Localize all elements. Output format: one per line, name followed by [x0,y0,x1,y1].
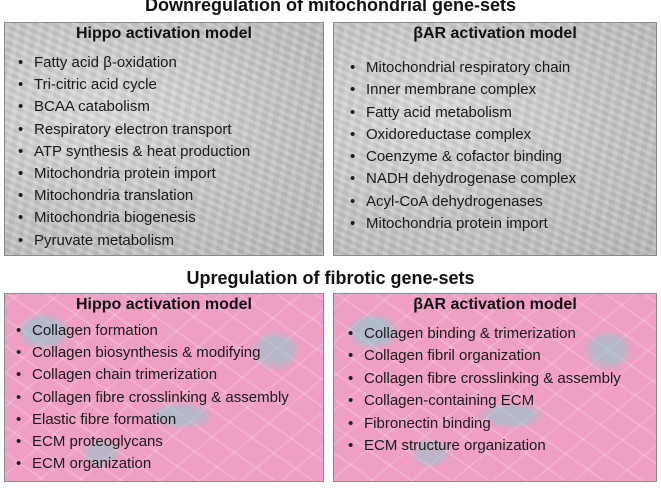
gene-set-item: Mitochondria protein import [348,213,576,236]
gene-set-item: BCAA catabolism [16,96,250,118]
gene-set-list: Fatty acid β-oxidationTri-citric acid cy… [16,52,250,252]
gene-set-item: Collagen biosynthesis & modifying [14,342,289,364]
gene-set-item: Oxidoreductase complex [348,124,576,147]
gene-set-item: Fatty acid β-oxidation [16,52,250,74]
gene-set-item: Collagen fibre crosslinking & assembly [14,387,289,409]
mitochondrial-hippo-panel: Hippo activation model Fatty acid β-oxid… [4,22,324,256]
gene-set-item: Collagen chain trimerization [14,364,289,386]
gene-set-item: Mitochondria biogenesis [16,207,250,229]
gene-set-list: Mitochondrial respiratory chainInner mem… [348,57,576,236]
fibrotic-bar-panel: βAR activation model Collagen binding & … [333,293,657,482]
gene-set-item: ECM proteoglycans [14,431,289,453]
gene-set-item: Pyruvate metabolism [16,230,250,252]
panel-title: Hippo activation model [75,25,252,42]
panel-title: βAR activation model [413,25,577,42]
gene-set-item: Tri-citric acid cycle [16,74,250,96]
fibrotic-section-title: Upregulation of fibrotic gene-sets [186,268,475,288]
panel-title: Hippo activation model [75,296,252,313]
gene-set-item: ECM organization [14,453,289,475]
gene-set-item: Collagen-containing ECM [346,390,621,413]
gene-set-item: NADH dehydrogenase complex [348,168,576,191]
gene-set-item: Respiratory electron transport [16,119,250,141]
gene-set-list: Collagen binding & trimerizationCollagen… [346,323,621,458]
gene-set-item: Coenzyme & cofactor binding [348,146,576,169]
gene-set-item: Mitochondria translation [16,185,250,207]
mitochondrial-bar-panel: βAR activation model Mitochondrial respi… [333,22,657,256]
gene-set-item: Collagen formation [14,320,289,342]
gene-set-item: Fibronectin binding [346,413,621,436]
gene-set-item: Inner membrane complex [348,79,576,102]
gene-set-item: ATP synthesis & heat production [16,141,250,163]
gene-set-item: Acyl-CoA dehydrogenases [348,191,576,214]
mitochondrial-section-title: Downregulation of mitochondrial gene-set… [144,0,517,15]
gene-set-item: Mitochondria protein import [16,163,250,185]
fibrotic-hippo-panel: Hippo activation model Collagen formatio… [4,293,324,482]
panel-title: βAR activation model [413,296,577,313]
gene-set-item: Mitochondrial respiratory chain [348,57,576,80]
gene-set-item: Collagen fibril organization [346,345,621,368]
gene-set-item: ECM structure organization [346,435,621,458]
gene-set-list: Collagen formationCollagen biosynthesis … [14,320,289,476]
gene-set-item: Elastic fibre formation [14,409,289,431]
gene-set-item: Collagen fibre crosslinking & assembly [346,368,621,391]
gene-set-item: Fatty acid metabolism [348,102,576,125]
gene-set-item: Collagen binding & trimerization [346,323,621,346]
